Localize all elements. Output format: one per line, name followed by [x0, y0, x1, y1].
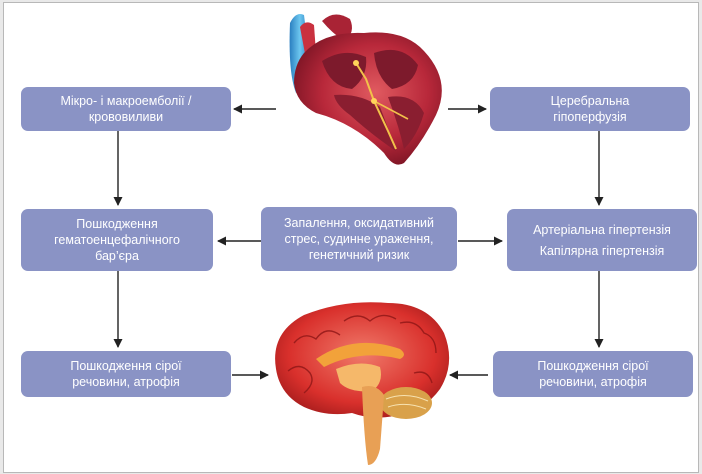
box-hypertension: Артеріальна гіпертензія Капілярна гіперт…: [507, 209, 697, 271]
gray-matter-right-label: Пошкодження сірої речовини, атрофія: [537, 358, 648, 390]
box-gray-matter-left: Пошкодження сірої речовини, атрофія: [21, 351, 231, 397]
box-central-factors-label: Запалення, оксидативний стрес, судинне у…: [284, 215, 434, 263]
box-bbb-damage-label: Пошкодження гематоенцефалічного бар’єра: [54, 216, 180, 264]
box-gray-matter-right: Пошкодження сірої речовини, атрофія: [493, 351, 693, 397]
box-micro-macroemboli-label: Мікро- і макроемболії / крововиливи: [60, 93, 191, 125]
box-micro-macroemboli: Мікро- і макроемболії / крововиливи: [21, 87, 231, 131]
diagram-frame: Мікро- і макроемболії / крововиливи Цере…: [3, 2, 699, 473]
arterial-hypertension-label: Артеріальна гіпертензія: [533, 222, 671, 238]
capillary-hypertension-label: Капілярна гіпертензія: [540, 243, 665, 259]
gray-matter-left-label: Пошкодження сірої речовини, атрофія: [70, 358, 181, 390]
box-cerebral-hypoperfusion-label: Церебральна гіпоперфузія: [551, 93, 630, 125]
box-cerebral-hypoperfusion: Церебральна гіпоперфузія: [490, 87, 690, 131]
box-central-factors: Запалення, оксидативний стрес, судинне у…: [261, 207, 457, 271]
box-bbb-damage: Пошкодження гематоенцефалічного бар’єра: [21, 209, 213, 271]
